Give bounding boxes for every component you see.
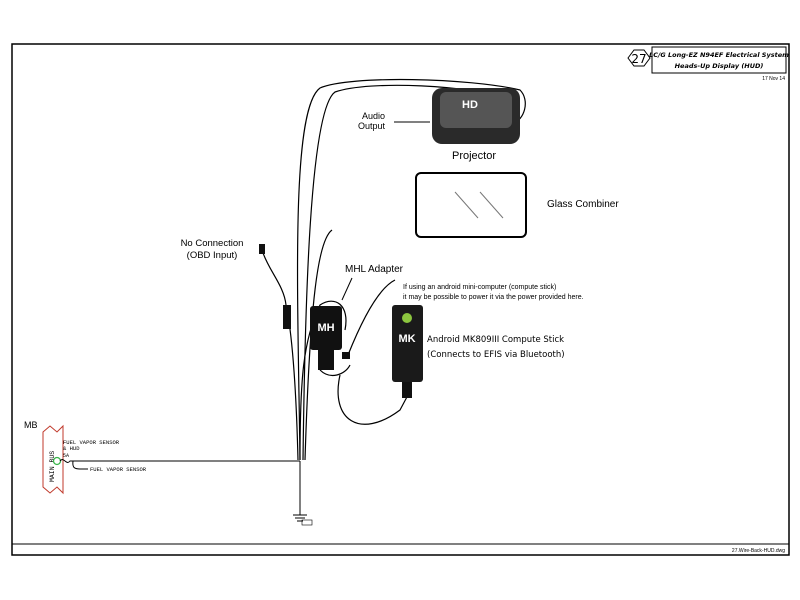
projector: HD Projector [432, 88, 520, 162]
main-bus [42, 424, 64, 495]
fuse-label-1: FUEL VAPOR SENSOR [63, 439, 120, 446]
mhl-badge: MH [317, 322, 334, 334]
sheet-border [11, 43, 790, 556]
stick-badge: MK [398, 333, 415, 345]
cable-projector-2 [302, 84, 516, 461]
glass-combiner: Glass Combiner [415, 172, 619, 238]
sheet-number: 27 [631, 52, 646, 66]
no-connection-label-1: No Connection [181, 238, 244, 249]
sheet-date: 17 Nov 14 [762, 76, 785, 82]
stick-label-2: (Connects to EFIS via Bluetooth) [427, 350, 565, 360]
fuse-symbol [59, 459, 88, 470]
cable-mhl-loop [319, 364, 351, 377]
mhl-adapter-label: MHL Adapter [345, 264, 404, 275]
stick-label-1: Android MK809III Compute Stick [427, 335, 564, 345]
note-line-2: it may be possible to power it via the p… [403, 294, 584, 301]
obd-plug [259, 244, 265, 254]
compute-stick-body [392, 305, 423, 382]
audio-output-label-2: Output [358, 121, 386, 131]
glass-combiner-frame [415, 172, 527, 238]
title-block: 27 LC/G Long-EZ N94EF Electrical System … [12, 46, 789, 554]
ground-tag [301, 519, 313, 526]
projector-badge: HD [462, 99, 478, 111]
fuse-rating: 5A [63, 453, 69, 459]
sheet-number-hexagon [627, 49, 651, 67]
android-icon [402, 313, 412, 323]
projector-label: Projector [452, 150, 496, 162]
title-line-2: Heads-Up Display (HUD) [675, 62, 764, 70]
cables [261, 78, 526, 461]
cable-audio [304, 229, 333, 461]
mb-label: MB [24, 420, 38, 430]
cable-obd [261, 249, 299, 461]
audio-output-label-1: Audio [362, 111, 385, 121]
branch-label: FUEL VAPOR SENSOR [90, 466, 147, 473]
stick-usb-plug [402, 382, 412, 398]
sheet-filename: 27.Wire-Back-HUD.dwg [732, 548, 785, 554]
glass-reflection-1 [454, 191, 479, 219]
projector-top [440, 92, 512, 128]
title-box [651, 46, 787, 74]
cable-note-power [347, 279, 396, 356]
title-line-1: LC/G Long-EZ N94EF Electrical System [649, 51, 789, 59]
mhl-adapter [310, 306, 342, 350]
compute-stick: MK Android MK809III Compute Stick (Conne… [392, 305, 565, 398]
mhl-power-plug [342, 352, 350, 359]
glass-reflection-2 [479, 191, 504, 219]
obd-connector [283, 305, 291, 329]
mhl-pointer [341, 277, 353, 301]
glass-combiner-label: Glass Combiner [547, 199, 619, 210]
note-line-1: If using an android mini-computer (compu… [403, 284, 556, 291]
mhl-plug [318, 350, 334, 370]
cable-projector-1 [296, 78, 526, 461]
no-connection-label-2: (OBD Input) [187, 250, 238, 261]
fuse-label-2: & HUD [63, 445, 80, 452]
main-bus-label: MAIN BUS [49, 451, 56, 482]
cable-usb-stick [337, 374, 409, 425]
